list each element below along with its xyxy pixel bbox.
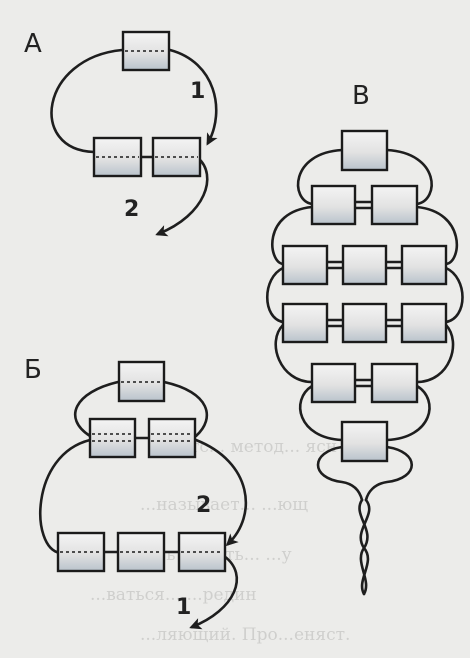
thread-arrow xyxy=(189,554,239,630)
bead xyxy=(281,302,329,344)
thread xyxy=(316,445,364,502)
step-number: 1 xyxy=(176,595,191,620)
thread xyxy=(415,205,459,266)
thread xyxy=(385,384,431,442)
bead xyxy=(341,244,388,286)
bead xyxy=(310,362,357,404)
bead xyxy=(340,420,389,463)
thread xyxy=(265,266,285,324)
thread xyxy=(39,438,92,555)
bead xyxy=(117,360,166,403)
bead xyxy=(400,302,448,344)
thread-arrow xyxy=(155,156,209,237)
thread xyxy=(296,148,344,206)
panel-c: В xyxy=(265,81,464,596)
bead xyxy=(92,136,143,178)
thread xyxy=(73,380,120,438)
bead xyxy=(281,244,329,286)
bead xyxy=(56,531,106,573)
thread-arrow xyxy=(194,438,248,547)
step-number: 1 xyxy=(190,79,205,104)
bead xyxy=(340,129,389,172)
thread-tail xyxy=(359,498,371,596)
panel-b-label: Б xyxy=(24,355,42,385)
bead xyxy=(400,244,448,286)
thread xyxy=(298,384,344,442)
bead xyxy=(116,531,166,573)
bead xyxy=(177,531,227,573)
step-number: 2 xyxy=(124,197,139,222)
panel-c-label: В xyxy=(352,81,370,111)
background-text-line: тс... метод... ясн xyxy=(190,437,337,457)
thread xyxy=(271,205,314,266)
thread xyxy=(385,148,433,206)
bead-connectors xyxy=(325,200,404,388)
background-text-line: ...ваться... ...редин xyxy=(90,585,257,605)
thread xyxy=(444,266,464,324)
bead xyxy=(147,417,197,459)
panel-b: Б 2 1 xyxy=(24,355,248,630)
thread-arrow xyxy=(168,48,218,146)
bead xyxy=(370,362,419,404)
thread xyxy=(162,380,209,438)
bead xyxy=(121,30,171,72)
background-text-line: ...называет... ...ющ xyxy=(140,495,308,515)
panel-a: А 1 2 xyxy=(24,29,218,237)
bead xyxy=(88,417,137,459)
step-number: 2 xyxy=(196,493,211,518)
thread xyxy=(50,48,124,154)
panel-a-label: А xyxy=(24,29,42,59)
bead xyxy=(151,136,202,178)
background-text-line: ...ляющий. Про...еняст. xyxy=(140,625,350,645)
bead xyxy=(310,184,357,226)
thread xyxy=(364,445,414,502)
thread xyxy=(415,323,455,384)
thread xyxy=(274,323,314,384)
bead xyxy=(341,302,388,344)
bead xyxy=(370,184,419,226)
